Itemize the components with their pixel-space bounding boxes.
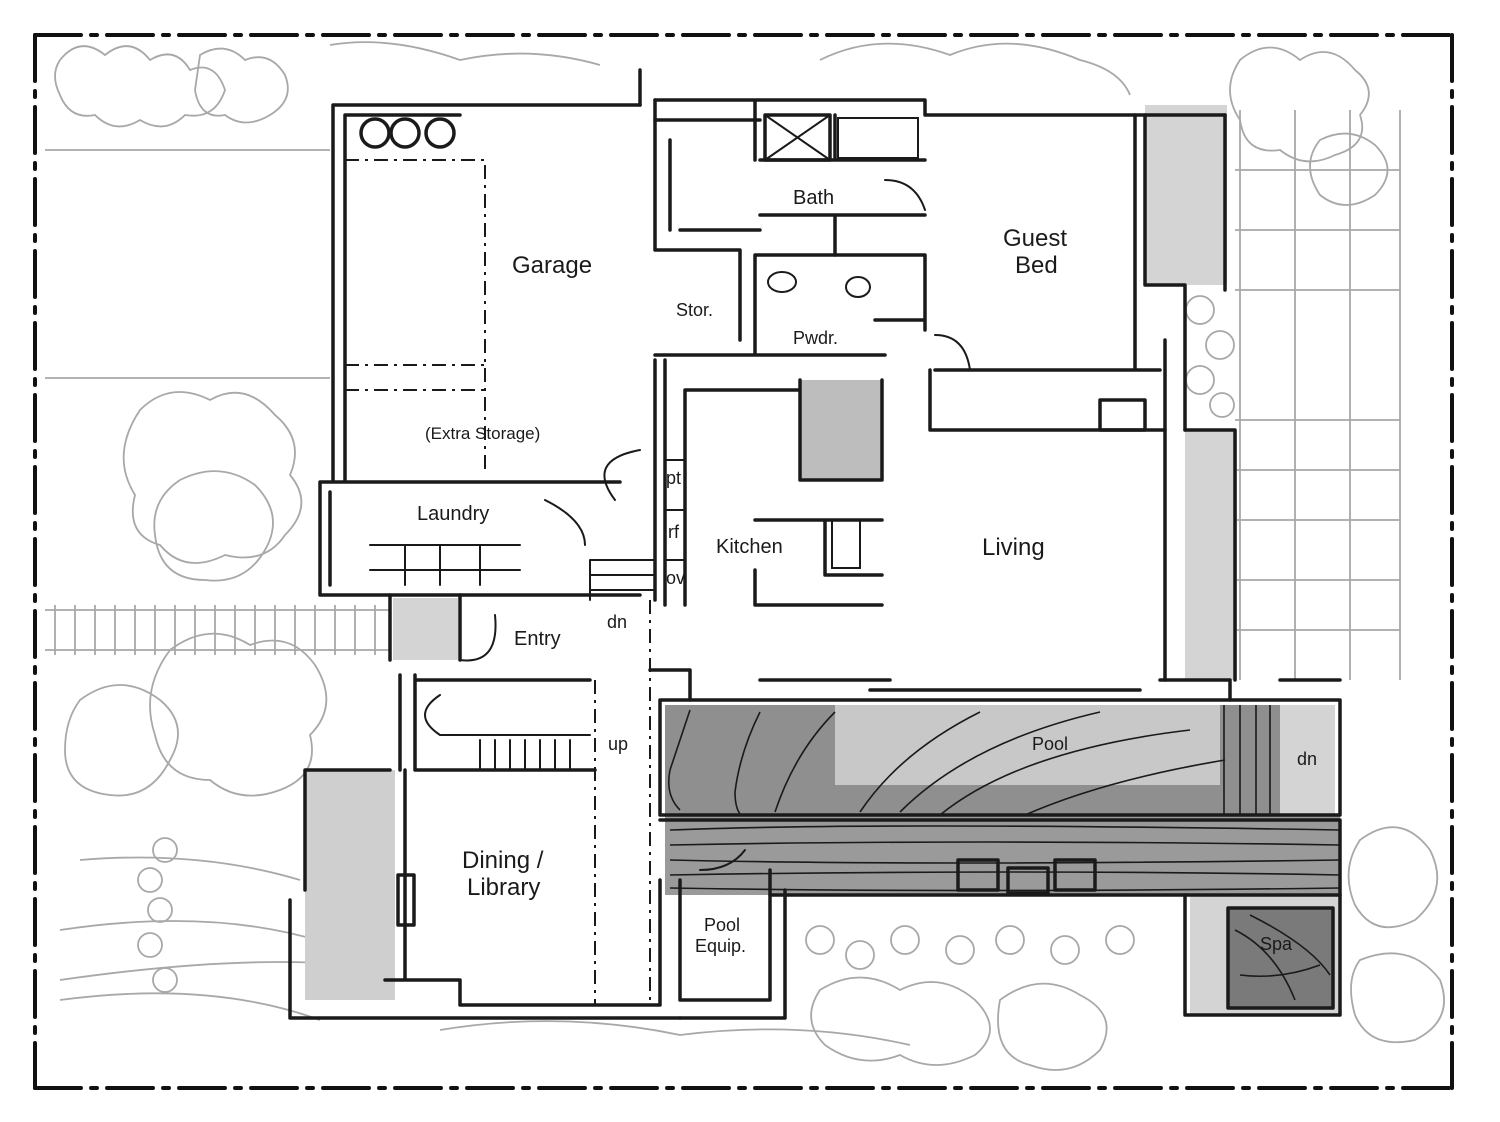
label-extra-storage: (Extra Storage)	[425, 424, 540, 443]
stone-border	[137, 295, 1235, 993]
label-stair-down: dn	[607, 612, 627, 632]
cooktop	[831, 519, 861, 569]
guest-bed-patio	[1145, 105, 1227, 285]
dining-patio	[305, 770, 395, 1000]
label-dining-1: Dining /	[462, 847, 544, 874]
label-oven: ov	[666, 568, 685, 588]
entry-planter	[393, 598, 458, 660]
toilet-1	[767, 271, 797, 293]
label-pool-down: dn	[1297, 749, 1317, 769]
label-storage: Stor.	[676, 300, 713, 320]
storage-bins	[359, 117, 456, 149]
label-laundry: Laundry	[417, 503, 489, 525]
label-pool-equip-1: Pool	[704, 915, 740, 935]
pool-bench-1	[956, 858, 1000, 892]
label-dining-2: Library	[467, 874, 540, 901]
fireplace	[1098, 398, 1147, 432]
label-living: Living	[982, 534, 1045, 561]
property-line	[33, 33, 1454, 1090]
shaded-areas	[305, 105, 1340, 1015]
label-guest-bed-1: Guest	[1003, 225, 1067, 252]
label-garage: Garage	[512, 252, 592, 279]
pool-bench-3	[1053, 858, 1097, 892]
label-powder: Pwdr.	[793, 328, 838, 348]
label-stair-up: up	[608, 734, 628, 754]
top-hedge	[54, 41, 1389, 206]
walls	[288, 68, 1342, 1020]
pool-bench-2	[1006, 866, 1050, 895]
pool-contours	[667, 705, 1341, 1001]
label-pool: Pool	[1032, 734, 1068, 754]
label-guest-bed-2: Bed	[1015, 252, 1058, 279]
shower	[763, 113, 832, 162]
spa-basin	[1226, 906, 1335, 1010]
bathtub	[837, 117, 919, 159]
label-pantry: pt	[666, 468, 681, 488]
fireplace-hearth	[800, 380, 882, 480]
spa-water	[1228, 908, 1333, 1008]
label-spa: Spa	[1260, 934, 1293, 954]
paver-grid	[1235, 110, 1401, 680]
living-side-patio	[1185, 430, 1237, 680]
room-labels: Garage (Extra Storage) Bath Guest Bed St…	[417, 187, 1317, 956]
label-refrigerator: rf	[668, 522, 680, 542]
toilet-2	[845, 276, 871, 298]
label-pool-equip-2: Equip.	[695, 936, 746, 956]
pool-shallow	[835, 705, 1220, 785]
bottom-shrubs	[439, 826, 1445, 1071]
pool-deck-right	[1280, 705, 1335, 815]
label-entry: Entry	[514, 628, 561, 650]
label-bath: Bath	[793, 187, 834, 209]
dining-window	[396, 873, 416, 927]
label-kitchen: Kitchen	[716, 536, 783, 558]
picket-fence	[45, 605, 390, 655]
